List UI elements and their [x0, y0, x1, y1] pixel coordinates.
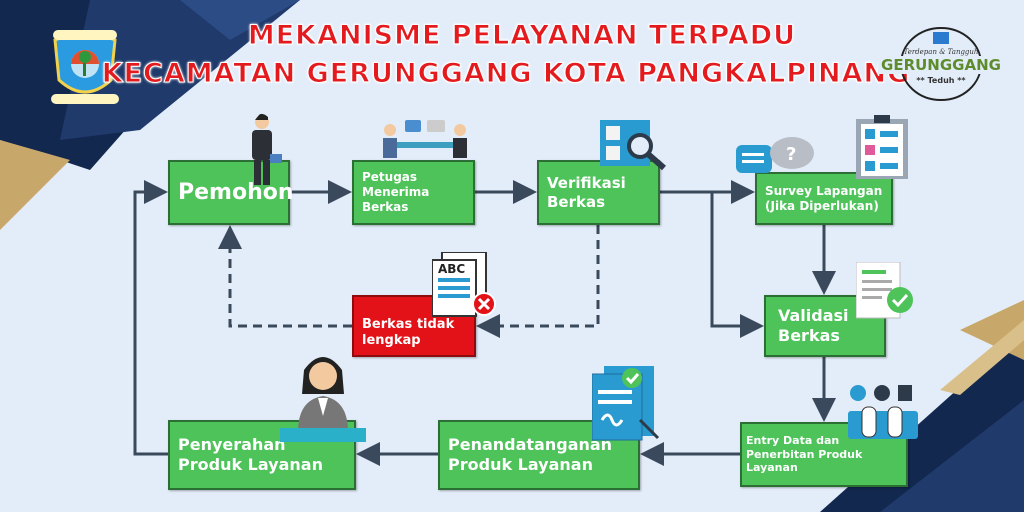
magnifier-document-icon — [600, 120, 666, 171]
step-label: Penerbitan Produk Layanan — [746, 447, 863, 475]
signing-document-icon — [592, 366, 660, 441]
step-label: Berkas tidak — [362, 316, 455, 332]
pangkalpinang-emblem — [45, 22, 125, 112]
svg-text:?: ? — [786, 144, 796, 165]
keyboard-typing-icon — [848, 385, 918, 439]
officer-at-desk-icon — [280, 357, 366, 442]
step-label: Berkas — [778, 326, 840, 345]
title-line-1: MEKANISME PELAYANAN TERPADU — [247, 20, 797, 52]
step-label: Petugas — [362, 170, 418, 184]
step-label: lengkap — [362, 333, 421, 348]
step-label: Pemohon — [178, 179, 294, 205]
step-label: Produk Layanan — [178, 455, 323, 474]
chat-question-icon: ? — [736, 137, 814, 173]
title-line-2: KECAMATAN GERUNGGANG KOTA PANGKALPINANG — [101, 58, 911, 90]
step-label: Entry Data dan — [746, 433, 840, 447]
step-label: Penyerahan — [178, 435, 286, 454]
step-label: Produk Layanan — [448, 455, 593, 474]
step-pemohon: Pemohon — [168, 160, 294, 225]
incomplete-document-icon: ABC — [432, 252, 498, 318]
validated-document-icon — [856, 262, 913, 319]
step-label: Validasi — [778, 306, 849, 325]
step-survey-lapangan: Survey Lapangan(Jika Diperlukan) — [755, 172, 893, 225]
person-icon — [252, 113, 282, 185]
step-label: Menerima Berkas — [362, 185, 430, 214]
step-label: Survey Lapangan — [765, 183, 883, 198]
gerunggang-logo: Terdepan & Tangguh GERUNGGANG ** Teduh *… — [878, 24, 1004, 104]
step-label: Verifikasi — [547, 173, 626, 192]
step-label: Berkas — [547, 192, 606, 211]
abc-label: ABC — [438, 262, 466, 276]
step-label: Penandatanganan — [448, 435, 613, 454]
meeting-icon — [383, 120, 467, 158]
step-label: (Jika Diperlukan) — [765, 198, 879, 213]
checklist-icon — [856, 115, 908, 179]
